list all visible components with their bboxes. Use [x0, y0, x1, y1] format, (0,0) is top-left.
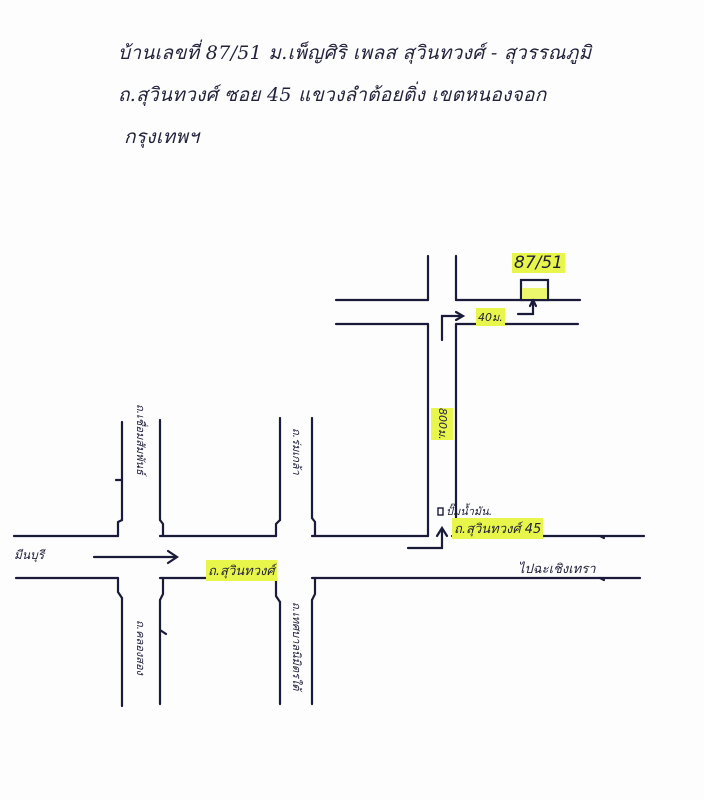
route-arrow-upper-turn: [440, 314, 464, 342]
soi-45-label: ถ.สุวินทวงศ์ 45: [452, 518, 544, 539]
destination-house-number: 87/51: [512, 253, 565, 273]
address-line-2: ถ.สุวินทวงศ์ ซอย 45 แขวงลำต้อยติ่ง เขตหน…: [118, 84, 547, 106]
gas-station-label: ปั๊มน้ำมัน.: [446, 505, 493, 518]
main-road-label: ถ.สุวินทวงศ์: [206, 560, 277, 581]
route-arrow-into-soi: [406, 528, 444, 550]
gas-station-marker: [437, 507, 444, 516]
destination-house-box: [519, 278, 550, 302]
house-highlight: [522, 288, 547, 299]
address-line-1: บ้านเลขที่ 87/51 ม.เพ็ญศิริ เพลส สุวินทว…: [118, 42, 592, 64]
main-road-suwinthawong: [12, 534, 646, 580]
direction-minburi: มีนบุรี: [14, 548, 45, 562]
cross-road-1: [114, 418, 168, 708]
direction-chachoengsao: ไปฉะเชิงเทรา: [518, 562, 596, 577]
cross-road-2-north-label: ถ.ร่มเกล้า: [290, 428, 303, 475]
distance-40m-label: 40ม.: [476, 308, 505, 326]
cross-road-1-south-label: ถ.คลองสอง: [134, 620, 147, 675]
distance-800m-label: 800ม.: [431, 408, 453, 440]
soi-45: [404, 254, 458, 538]
route-arrow-to-house: [516, 300, 535, 316]
address-line-3: กรุงเทพฯ: [124, 126, 200, 148]
cross-road-2: [274, 416, 317, 706]
cross-road-1-north-label: ถ.เชื่อมสัมพันธ์: [134, 404, 147, 475]
cross-road-2-south-label: ถ.เทศบาลนิมิตรใต้: [290, 602, 303, 691]
